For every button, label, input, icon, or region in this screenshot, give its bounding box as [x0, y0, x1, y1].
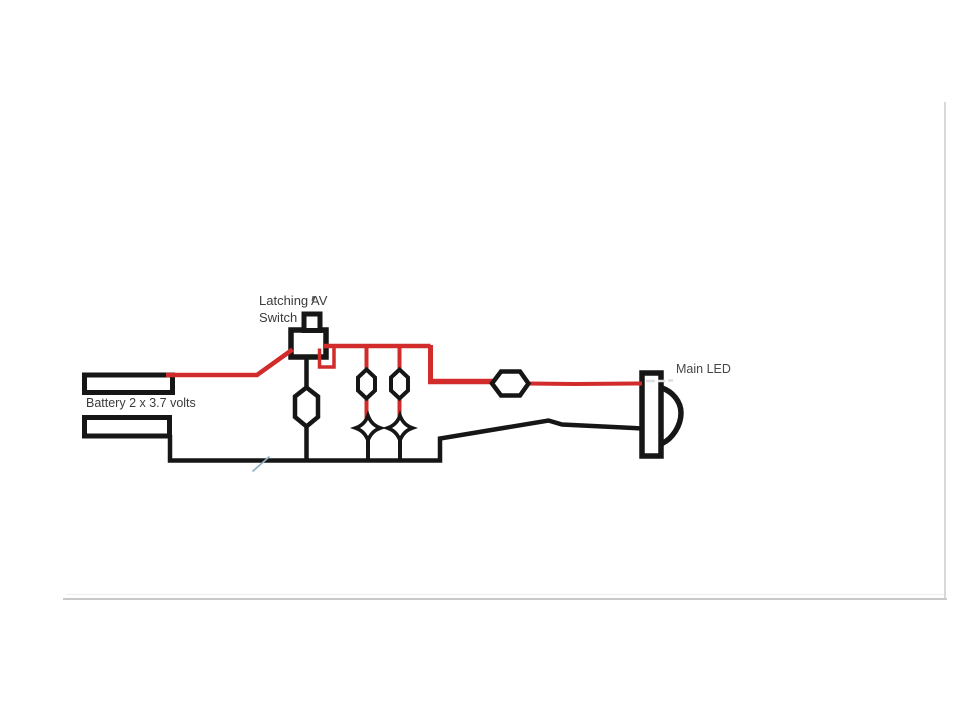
negative-wire — [167, 418, 644, 463]
component-overlay-group — [292, 366, 532, 447]
erased-text-remnant — [646, 379, 673, 383]
canvas-edge-right — [944, 102, 946, 600]
latching-switch-button — [301, 311, 323, 333]
diode-switch-branch — [292, 384, 321, 430]
battery-cell-top — [82, 372, 175, 395]
resistor-2 — [389, 366, 410, 402]
canvas-edge-bottom — [63, 598, 947, 600]
resistor-1 — [356, 366, 377, 402]
black-wiring-group — [82, 311, 684, 463]
canvas-edge-shadow — [66, 594, 944, 595]
resistor-feed-wires — [364, 347, 402, 373]
resistor-main — [489, 369, 532, 398]
battery-cell-bottom — [82, 415, 172, 439]
lower-bus-wire-right — [527, 381, 643, 387]
blue-pen-stray-mark — [251, 455, 271, 473]
wire-loop — [317, 347, 336, 369]
indicator-led-1 — [349, 409, 387, 447]
main-led-body — [639, 370, 664, 459]
main-led-label: Main LED — [676, 362, 731, 376]
battery-label: Battery 2 x 3.7 volts — [86, 396, 196, 410]
main-led-lens — [660, 385, 684, 447]
switch-label-line1: Latching AV — [259, 293, 328, 308]
battery-to-switch-wire — [166, 347, 294, 378]
mode-led-ground-wires — [366, 433, 402, 460]
switch-label-line2: Switch — [259, 310, 298, 325]
resistor-to-led-wires — [364, 395, 402, 419]
indicator-led-2 — [381, 409, 419, 447]
switch-label: Latching AV Switch — [259, 292, 327, 326]
